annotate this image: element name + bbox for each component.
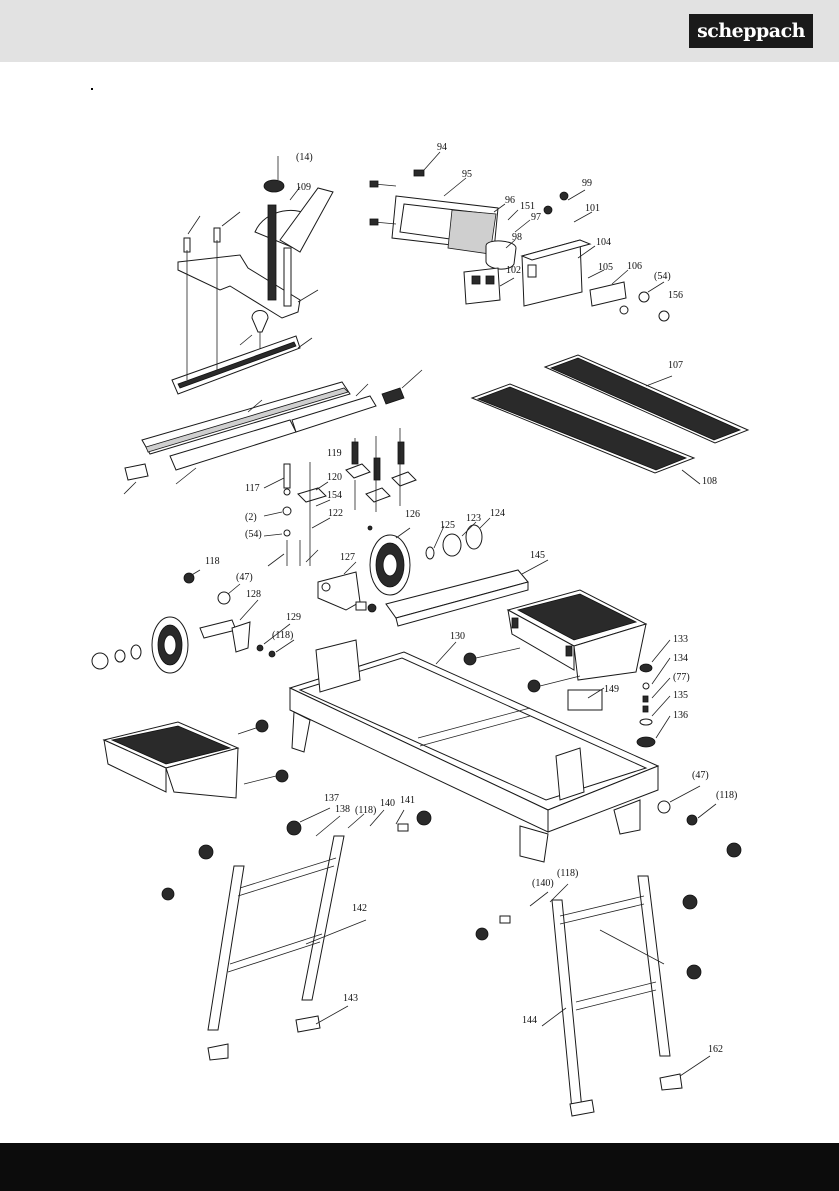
part-label: 109 (296, 182, 311, 193)
brand-logo: scheppach (689, 14, 813, 48)
part-label: 137 (324, 793, 339, 804)
part-label: 101 (585, 203, 600, 214)
part-label: 145 (530, 550, 545, 561)
part-label: 106 (627, 261, 642, 272)
part-label: 99 (582, 178, 592, 189)
part-label: (54) (245, 529, 262, 540)
part-label: 127 (340, 552, 355, 563)
part-label: 133 (673, 634, 688, 645)
part-label: 151 (520, 201, 535, 212)
part-label: 144 (522, 1015, 537, 1026)
part-label: 124 (490, 508, 505, 519)
part-label: (14) (296, 152, 313, 163)
part-label: 94 (437, 142, 447, 153)
part-label: 117 (245, 483, 260, 494)
foot-fastener-stack (637, 640, 716, 825)
part-label: 98 (512, 232, 522, 243)
part-label: (118) (557, 868, 578, 879)
part-label: 108 (702, 476, 717, 487)
part-label: 138 (335, 804, 350, 815)
part-label: 128 (246, 589, 261, 600)
part-label: 95 (462, 169, 472, 180)
page-header: scheppach (0, 0, 839, 62)
part-label: 130 (450, 631, 465, 642)
part-label: (77) (673, 672, 690, 683)
part-label: 96 (505, 195, 515, 206)
part-label: (47) (236, 572, 253, 583)
part-label: 123 (466, 513, 481, 524)
part-label: 102 (506, 265, 521, 276)
part-label: 120 (327, 472, 342, 483)
exploded-parts-diagram: (14) 109 94 95 96 151 97 99 101 98 104 1… (0, 62, 839, 1143)
part-label: 122 (328, 508, 343, 519)
part-label: 149 (604, 684, 619, 695)
part-label: 156 (668, 290, 683, 301)
part-label: 129 (286, 612, 301, 623)
part-label: (2) (245, 512, 257, 523)
part-label: 104 (596, 237, 611, 248)
part-label: 154 (327, 490, 342, 501)
page-footer (0, 1143, 839, 1191)
part-label: (118) (716, 790, 737, 801)
part-label: 107 (668, 360, 683, 371)
part-label: (118) (272, 630, 293, 641)
part-label: 126 (405, 509, 420, 520)
part-label: 135 (673, 690, 688, 701)
leg-left (162, 808, 431, 1060)
part-label: 119 (327, 448, 342, 459)
leg-right (476, 843, 741, 1116)
side-table-right (464, 590, 646, 692)
part-label: 143 (343, 993, 358, 1004)
table-plates (472, 355, 748, 484)
part-label: 125 (440, 520, 455, 531)
part-label: (140) (532, 878, 554, 889)
side-table-left (104, 720, 288, 798)
part-label: 118 (205, 556, 220, 567)
wheel-left (92, 570, 294, 673)
part-label: 140 (380, 798, 395, 809)
part-label: 162 (708, 1044, 723, 1055)
part-label: 136 (673, 710, 688, 721)
part-label: 134 (673, 653, 688, 664)
part-label: (118) (355, 805, 376, 816)
part-label: 142 (352, 903, 367, 914)
part-label: 141 (400, 795, 415, 806)
part-label: 105 (598, 262, 613, 273)
part-label: (54) (654, 271, 671, 282)
part-label: (47) (692, 770, 709, 781)
part-label: 97 (531, 212, 541, 223)
